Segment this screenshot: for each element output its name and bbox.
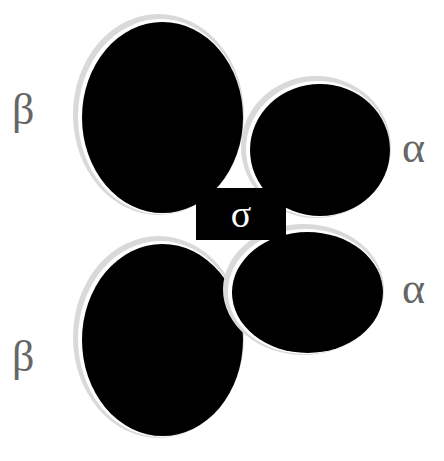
subunit-label: α xyxy=(402,126,425,170)
subunit-body xyxy=(232,232,383,353)
subunit-body xyxy=(82,244,243,436)
sigma-label: σ xyxy=(231,195,251,233)
subunit-edge xyxy=(78,241,243,437)
subunit-shape xyxy=(78,18,245,215)
beta-subunit: β xyxy=(78,240,245,438)
subunit-label: β xyxy=(12,88,34,132)
beta-subunit: β xyxy=(78,18,245,215)
subunit-rim xyxy=(73,236,244,438)
subunit-shape xyxy=(228,228,385,355)
sigma-box: σ xyxy=(196,188,286,240)
subunit-edge xyxy=(78,19,243,214)
subunit-label: α xyxy=(402,267,425,311)
subunit-rim xyxy=(73,14,244,215)
subunit-edge xyxy=(228,229,383,354)
subunit-rim xyxy=(223,224,384,355)
subunit-label: β xyxy=(12,335,34,379)
subunit-body xyxy=(82,22,243,213)
subunit-shape xyxy=(78,240,245,438)
alpha-subunit: α xyxy=(228,228,385,355)
